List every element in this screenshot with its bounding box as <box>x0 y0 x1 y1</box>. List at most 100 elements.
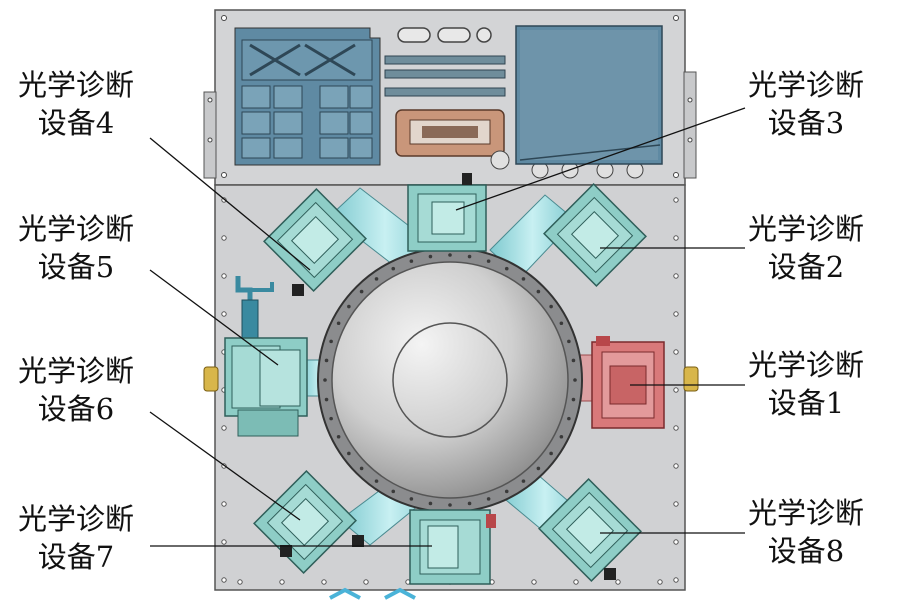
flange-bolt <box>536 466 541 471</box>
flange-bolt <box>504 489 509 494</box>
flange-bolt <box>323 378 327 382</box>
bottom-cut-shapes <box>329 587 416 600</box>
diagnostic-module-1 <box>591 336 699 429</box>
plate-hole <box>673 387 679 393</box>
flange-bolt <box>329 416 333 421</box>
flange-bolt <box>324 397 329 402</box>
upper-panel <box>203 9 697 186</box>
flange-bolt <box>559 321 564 326</box>
plate-hole <box>673 539 679 545</box>
flange-bolt <box>559 434 564 439</box>
flange-bolt <box>571 358 576 363</box>
label-device-1: 光学诊断设备1 <box>748 348 865 420</box>
label-device-3: 光学诊断设备3 <box>748 68 865 140</box>
label-device-8: 光学诊断设备8 <box>748 496 865 568</box>
flange-bolt <box>347 451 351 456</box>
plate-hole <box>221 273 227 279</box>
leader-line-4 <box>149 137 311 271</box>
plate-hole <box>673 577 679 583</box>
flange-bolt <box>347 304 351 309</box>
flange-bolt <box>549 451 553 456</box>
flange-bolt <box>329 339 333 344</box>
flange-bolt <box>336 434 341 439</box>
flange-bolt <box>567 339 571 344</box>
flange-bolt <box>467 501 472 506</box>
label-device-2: 光学诊断设备2 <box>748 212 865 284</box>
flange-bolt <box>359 289 364 294</box>
label-device-4: 光学诊断设备4 <box>18 68 135 140</box>
oval-ports <box>397 27 492 43</box>
plate-hole <box>673 349 679 355</box>
flange-bolt <box>536 289 541 294</box>
flange-bolt <box>571 397 576 402</box>
plate-hole <box>673 501 679 507</box>
label-device-5: 光学诊断设备5 <box>18 212 135 284</box>
diagnostic-module-7 <box>253 470 357 574</box>
plate-hole <box>221 235 227 241</box>
flange-bolt <box>409 259 414 263</box>
flange-bolt <box>409 497 414 501</box>
label-device-7: 光学诊断设备7 <box>18 502 135 574</box>
diagnostic-module-5 <box>203 276 308 437</box>
diagnostic-module-bottom <box>409 509 496 585</box>
copper-connector <box>395 109 505 157</box>
plate-hole <box>321 579 327 585</box>
flange-bolt <box>448 253 452 257</box>
base-plate-holes <box>221 197 679 585</box>
plate-hole <box>363 579 369 585</box>
plate-hole <box>221 311 227 317</box>
knob-icon <box>604 568 616 580</box>
plate-hole <box>673 197 679 203</box>
knob-icon <box>352 535 364 547</box>
plate-hole <box>531 579 537 585</box>
flange-bolt <box>359 466 364 471</box>
flange-bolt <box>336 321 341 326</box>
diagnostic-module-2 <box>543 183 647 287</box>
knob-icon <box>280 545 292 557</box>
plate-hole <box>221 425 227 431</box>
flange-bolt <box>374 479 379 483</box>
plate-hole <box>673 235 679 241</box>
control-cabinet <box>515 25 663 165</box>
flange-bolt <box>549 304 553 309</box>
flange-bolt <box>428 501 433 506</box>
panel-screws <box>207 15 693 178</box>
plate-hole <box>279 579 285 585</box>
flange-bolt <box>521 479 526 483</box>
leader-line-3 <box>455 107 746 211</box>
plate-hole <box>673 463 679 469</box>
plate-hole <box>573 579 579 585</box>
plate-hole <box>615 579 621 585</box>
flange-bolt <box>448 503 452 507</box>
flange-bolt <box>573 378 577 382</box>
plate-hole <box>237 579 243 585</box>
flange-bolt <box>428 254 433 259</box>
plate-hole <box>221 577 227 583</box>
flange-bolt <box>467 254 472 259</box>
leader-line-5 <box>149 269 279 366</box>
flange-bolt <box>324 358 329 363</box>
flange-bolt <box>521 277 526 281</box>
flange-bolt <box>567 416 571 421</box>
flange-bolt <box>374 277 379 281</box>
plate-hole <box>657 579 663 585</box>
plate-hole <box>673 425 679 431</box>
plate-hole <box>221 501 227 507</box>
diagnostic-module-8 <box>538 478 642 582</box>
plate-hole <box>673 311 679 317</box>
flange-bolt <box>504 266 509 271</box>
knob-icon <box>292 284 304 296</box>
diagnostic-module-3 <box>407 173 487 252</box>
flange-bolt <box>486 497 491 501</box>
leader-line-6 <box>149 411 301 521</box>
vacuum-chamber <box>317 247 583 513</box>
flange-bolt <box>486 259 491 263</box>
flange-bolt <box>391 489 396 494</box>
label-device-6: 光学诊断设备6 <box>18 354 135 426</box>
plate-hole <box>673 273 679 279</box>
cable-tray-cabinet <box>234 27 381 166</box>
leader-lines <box>149 107 746 547</box>
flange-bolt <box>391 266 396 271</box>
guide-rails <box>384 55 506 97</box>
